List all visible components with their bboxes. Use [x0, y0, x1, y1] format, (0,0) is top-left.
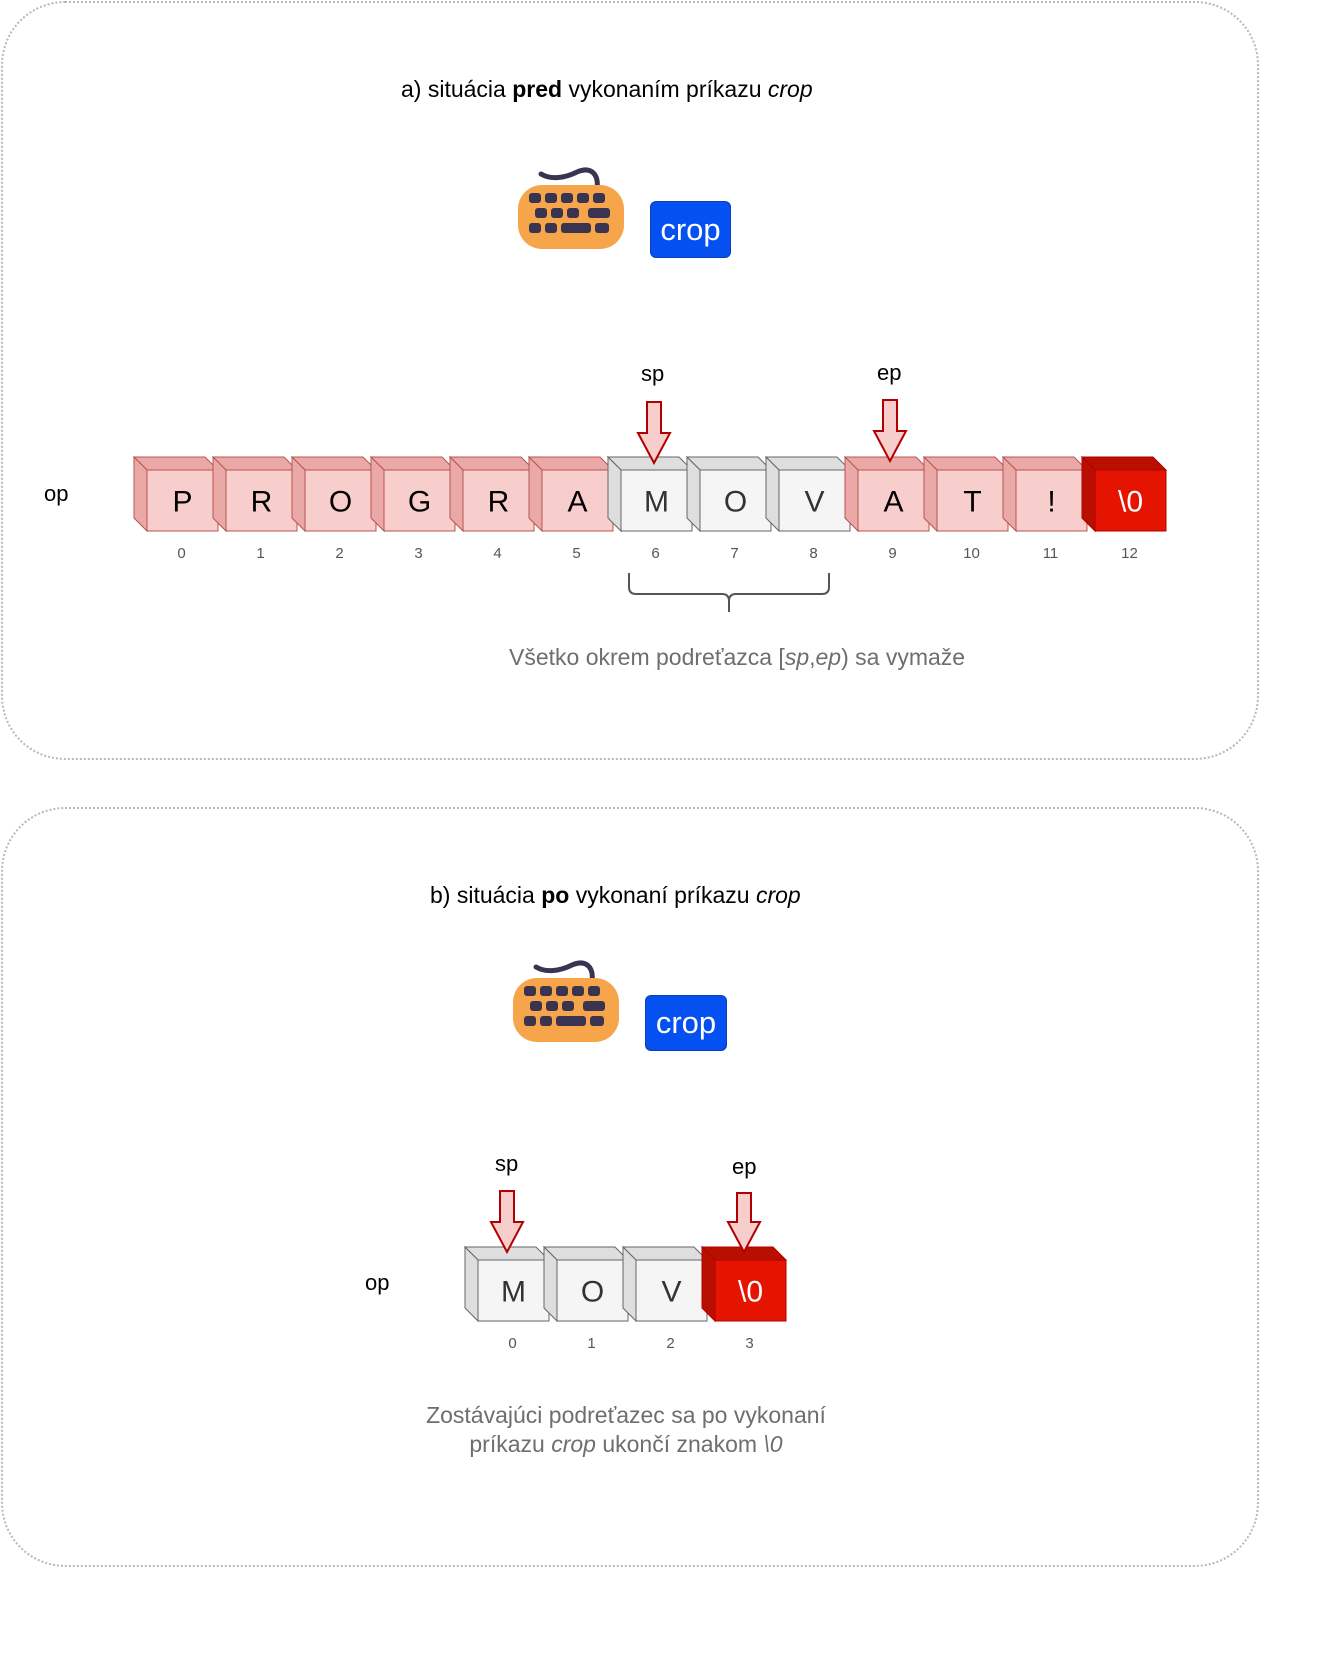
panel-a-cell: A [843, 455, 931, 533]
sp-arrow-a [636, 401, 672, 466]
panel-b-index: 3 [745, 1335, 753, 1352]
array-label-b: op [365, 1270, 390, 1295]
panel-b-index: 0 [508, 1335, 516, 1352]
panel-a-cell: ! [1001, 455, 1089, 533]
caption-a-ep: ep [815, 644, 842, 670]
panel-a-char: V [804, 486, 824, 519]
title-italic: crop [767, 76, 813, 102]
panel-after [1, 807, 1259, 1567]
panel-a-cell: T [922, 455, 1010, 533]
ep-label-b: ep [732, 1154, 757, 1179]
panel-a-cell: P [132, 455, 220, 533]
panel-a-cell: O [685, 455, 773, 533]
title-bold: pred [512, 76, 563, 102]
panel-a-cell: R [211, 455, 299, 533]
caption-a: Všetko okrem podreťazca [sp,ep) sa vymaž… [509, 643, 965, 672]
panel-a-index: 10 [963, 545, 980, 562]
caption-a-sp: sp [784, 644, 810, 670]
panel-a-index: 6 [651, 545, 659, 562]
panel-a-index: 7 [730, 545, 738, 562]
panel-a-index: 2 [335, 545, 343, 562]
panel-before [1, 1, 1259, 760]
panel-a-index: 0 [177, 545, 185, 562]
panel-a-index: 5 [572, 545, 580, 562]
panel-a-cell: R [448, 455, 536, 533]
panel-a-index: 11 [1043, 545, 1059, 562]
panel-a-index: 4 [493, 545, 501, 562]
panel-a-cell: \0 [1080, 455, 1168, 533]
title-prefix: b) situácia [430, 882, 542, 908]
panel-b-char: M [501, 1276, 526, 1309]
panel-a-index: 9 [888, 545, 896, 562]
crop-button-a[interactable]: crop [650, 201, 731, 258]
panel-a-char: G [408, 486, 431, 519]
panel-b-cell: M [463, 1245, 551, 1323]
panel-a-char: A [883, 486, 903, 519]
panel-a-cell: V [764, 455, 852, 533]
title-middle: vykonaním príkazu [562, 76, 768, 102]
panel-a-char: P [172, 486, 192, 519]
title-italic: crop [755, 882, 801, 908]
caption-b-italic: crop [551, 1431, 596, 1457]
keyboard-icon [513, 960, 619, 1042]
panel-a-char: O [329, 486, 352, 519]
caption-a-post: ) sa vymaže [841, 644, 966, 670]
panel-b-title: b) situácia po vykonaní príkazu crop [430, 882, 801, 909]
panel-a-index: 3 [414, 545, 422, 562]
panel-a-char: O [724, 486, 747, 519]
panel-a-cell: M [606, 455, 694, 533]
panel-b-char: V [661, 1276, 681, 1309]
panel-a-char: R [251, 486, 273, 519]
panel-a-char: \0 [1118, 486, 1143, 519]
panel-b-cell: \0 [700, 1245, 788, 1323]
panel-b-index: 2 [666, 1335, 674, 1352]
panel-a-cell: G [369, 455, 457, 533]
ep-arrow-b [726, 1192, 762, 1255]
caption-a-comma: , [809, 644, 816, 670]
caption-b-italic2: \0 [763, 1431, 783, 1457]
ep-label-a: ep [877, 360, 902, 385]
panel-a-title: a) situácia pred vykonaním príkazu crop [401, 76, 813, 103]
brace [628, 573, 830, 612]
panel-a-cell: A [527, 455, 615, 533]
panel-a-char: A [567, 486, 587, 519]
panel-a-char: M [644, 486, 669, 519]
panel-b-cell: V [621, 1245, 709, 1323]
caption-b-pre: príkazu [469, 1431, 552, 1457]
caption-b: Zostávajúci podreťazec sa po vykonaní pr… [420, 1401, 832, 1459]
array-label-a: op [44, 481, 69, 506]
panel-a-index: 1 [256, 545, 264, 562]
panel-a-index: 12 [1121, 545, 1138, 562]
title-prefix: a) situácia [401, 76, 513, 102]
caption-a-pre: Všetko okrem podreťazca [ [509, 644, 785, 670]
ep-arrow-a [872, 399, 908, 464]
sp-label-a: sp [641, 361, 665, 386]
sp-label-b: sp [495, 1151, 519, 1176]
sp-arrow-b [489, 1190, 525, 1255]
title-bold: po [541, 882, 570, 908]
caption-b-mid: ukončí znakom [595, 1431, 764, 1457]
panel-a-index: 8 [809, 545, 817, 562]
panel-b-index: 1 [587, 1335, 595, 1352]
panel-a-char: ! [1047, 486, 1055, 519]
panel-b-char: O [581, 1276, 604, 1309]
caption-b-line2: príkazu crop ukončí znakom \0 [420, 1430, 832, 1459]
crop-button-b[interactable]: crop [645, 995, 727, 1051]
caption-b-line1: Zostávajúci podreťazec sa po vykonaní [426, 1402, 826, 1428]
keyboard-icon [518, 167, 624, 249]
panel-b-char: \0 [738, 1276, 763, 1309]
panel-b-cell: O [542, 1245, 630, 1323]
title-middle: vykonaní príkazu [569, 882, 756, 908]
panel-a-char: T [963, 486, 981, 519]
panel-a-char: R [488, 486, 510, 519]
panel-a-cell: O [290, 455, 378, 533]
